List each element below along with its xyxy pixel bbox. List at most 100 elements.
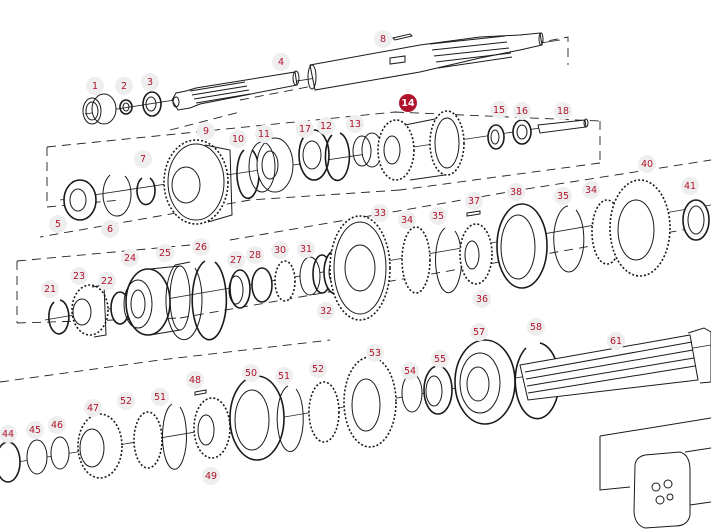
callout-part-31[interactable]: 31 [297,240,315,258]
callout-part-4[interactable]: 4 [272,53,290,71]
part-1-bearing [82,93,117,125]
callout-part-18[interactable]: 18 [554,102,572,120]
callout-part-51a[interactable]: 51 [151,388,169,406]
part-16-needle-bearing [512,119,532,145]
callout-badge [401,362,419,380]
callout-part-48[interactable]: 48 [186,371,204,389]
callout-part-49[interactable]: 49 [202,467,220,485]
frame-group-4 [0,339,331,383]
callout-part-53[interactable]: 53 [366,344,384,362]
callout-part-35a[interactable]: 35 [429,207,447,225]
callout-part-58[interactable]: 58 [527,318,545,336]
callout-part-11[interactable]: 11 [255,125,273,143]
callout-part-36[interactable]: 36 [473,290,491,308]
callout-part-1[interactable]: 1 [86,77,104,95]
part-23-gear [71,284,109,338]
callout-part-8[interactable]: 8 [374,30,392,48]
callout-badge [681,177,699,195]
callout-part-21[interactable]: 21 [41,280,59,298]
callout-number: 18 [557,106,569,117]
part-35b-circlip [553,205,585,273]
callout-part-25[interactable]: 25 [156,244,174,262]
callout-part-30[interactable]: 30 [271,241,289,259]
callout-number: 55 [434,354,446,365]
callout-part-2[interactable]: 2 [115,77,133,95]
callout-part-9[interactable]: 9 [197,122,215,140]
callout-part-34a[interactable]: 34 [398,211,416,229]
callout-part-28[interactable]: 28 [246,246,264,264]
callout-part-13[interactable]: 13 [346,115,364,133]
callout-badge [297,240,315,258]
callout-part-24[interactable]: 24 [121,249,139,267]
callout-badge [429,207,447,225]
part-14-cluster-gear [377,110,465,181]
callout-part-35b[interactable]: 35 [554,187,572,205]
callout-number: 15 [493,105,505,116]
callout-badge [202,467,220,485]
part-61-output-shaft [519,327,711,401]
part-6-circlip [102,174,132,217]
callout-part-47[interactable]: 47 [84,399,102,417]
callout-part-37[interactable]: 37 [465,192,483,210]
callout-part-54[interactable]: 54 [401,362,419,380]
part-26-ring [191,260,228,341]
frame-housing [599,417,711,491]
callout-part-22[interactable]: 22 [98,272,116,290]
callout-badge [527,318,545,336]
callout-part-7[interactable]: 7 [134,150,152,168]
part-28-washer [251,267,273,303]
callout-part-40[interactable]: 40 [638,155,656,173]
part-3-seal [142,91,162,117]
callout-part-23[interactable]: 23 [70,267,88,285]
callout-number: 51 [154,392,166,403]
callout-number: 33 [374,208,386,219]
callout-part-46[interactable]: 46 [48,416,66,434]
callout-badge [86,77,104,95]
callout-badge [156,244,174,262]
callout-part-61[interactable]: 61 [607,332,625,350]
callout-badge [296,120,314,138]
callout-number: 3 [147,77,153,88]
callout-number: 4 [278,57,284,68]
callout-part-26[interactable]: 26 [192,238,210,256]
callout-part-51b[interactable]: 51 [275,367,293,385]
part-52b-synchro-ring [308,381,340,443]
part-15-washer [487,124,505,150]
callout-part-10[interactable]: 10 [229,130,247,148]
callout-part-6[interactable]: 6 [101,220,119,238]
callout-badge [227,251,245,269]
part-30-ring [274,260,296,302]
part-53-gear [343,356,397,448]
callout-part-3[interactable]: 3 [141,73,159,91]
callout-part-32[interactable]: 32 [317,302,335,320]
callout-part-27[interactable]: 27 [227,251,245,269]
callout-part-5[interactable]: 5 [49,215,67,233]
callout-part-45[interactable]: 45 [26,421,44,439]
callout-part-33[interactable]: 33 [371,204,389,222]
callout-number: 41 [684,181,696,192]
callout-number: 37 [468,196,480,207]
callout-badge [84,399,102,417]
callout-part-17[interactable]: 17 [296,120,314,138]
callout-part-44[interactable]: 44 [0,425,17,443]
callout-part-52a[interactable]: 52 [117,392,135,410]
callout-part-14[interactable]: 14 [399,94,417,112]
callout-part-15[interactable]: 15 [490,101,508,119]
callout-number: 52 [120,396,132,407]
callout-part-50[interactable]: 50 [242,364,260,382]
part-27-ring [228,269,251,309]
callout-part-55[interactable]: 55 [431,350,449,368]
callout-part-12[interactable]: 12 [317,117,335,135]
callout-part-57[interactable]: 57 [470,323,488,341]
callout-part-52b[interactable]: 52 [309,360,327,378]
callout-number: 53 [369,348,381,359]
callout-part-34b[interactable]: 34 [582,181,600,199]
callout-part-16[interactable]: 16 [513,102,531,120]
callout-part-38[interactable]: 38 [507,183,525,201]
part-47-gear [77,413,123,479]
callout-badge [317,117,335,135]
callout-number: 35 [557,191,569,202]
callout-badge [255,125,273,143]
callout-part-41[interactable]: 41 [681,177,699,195]
